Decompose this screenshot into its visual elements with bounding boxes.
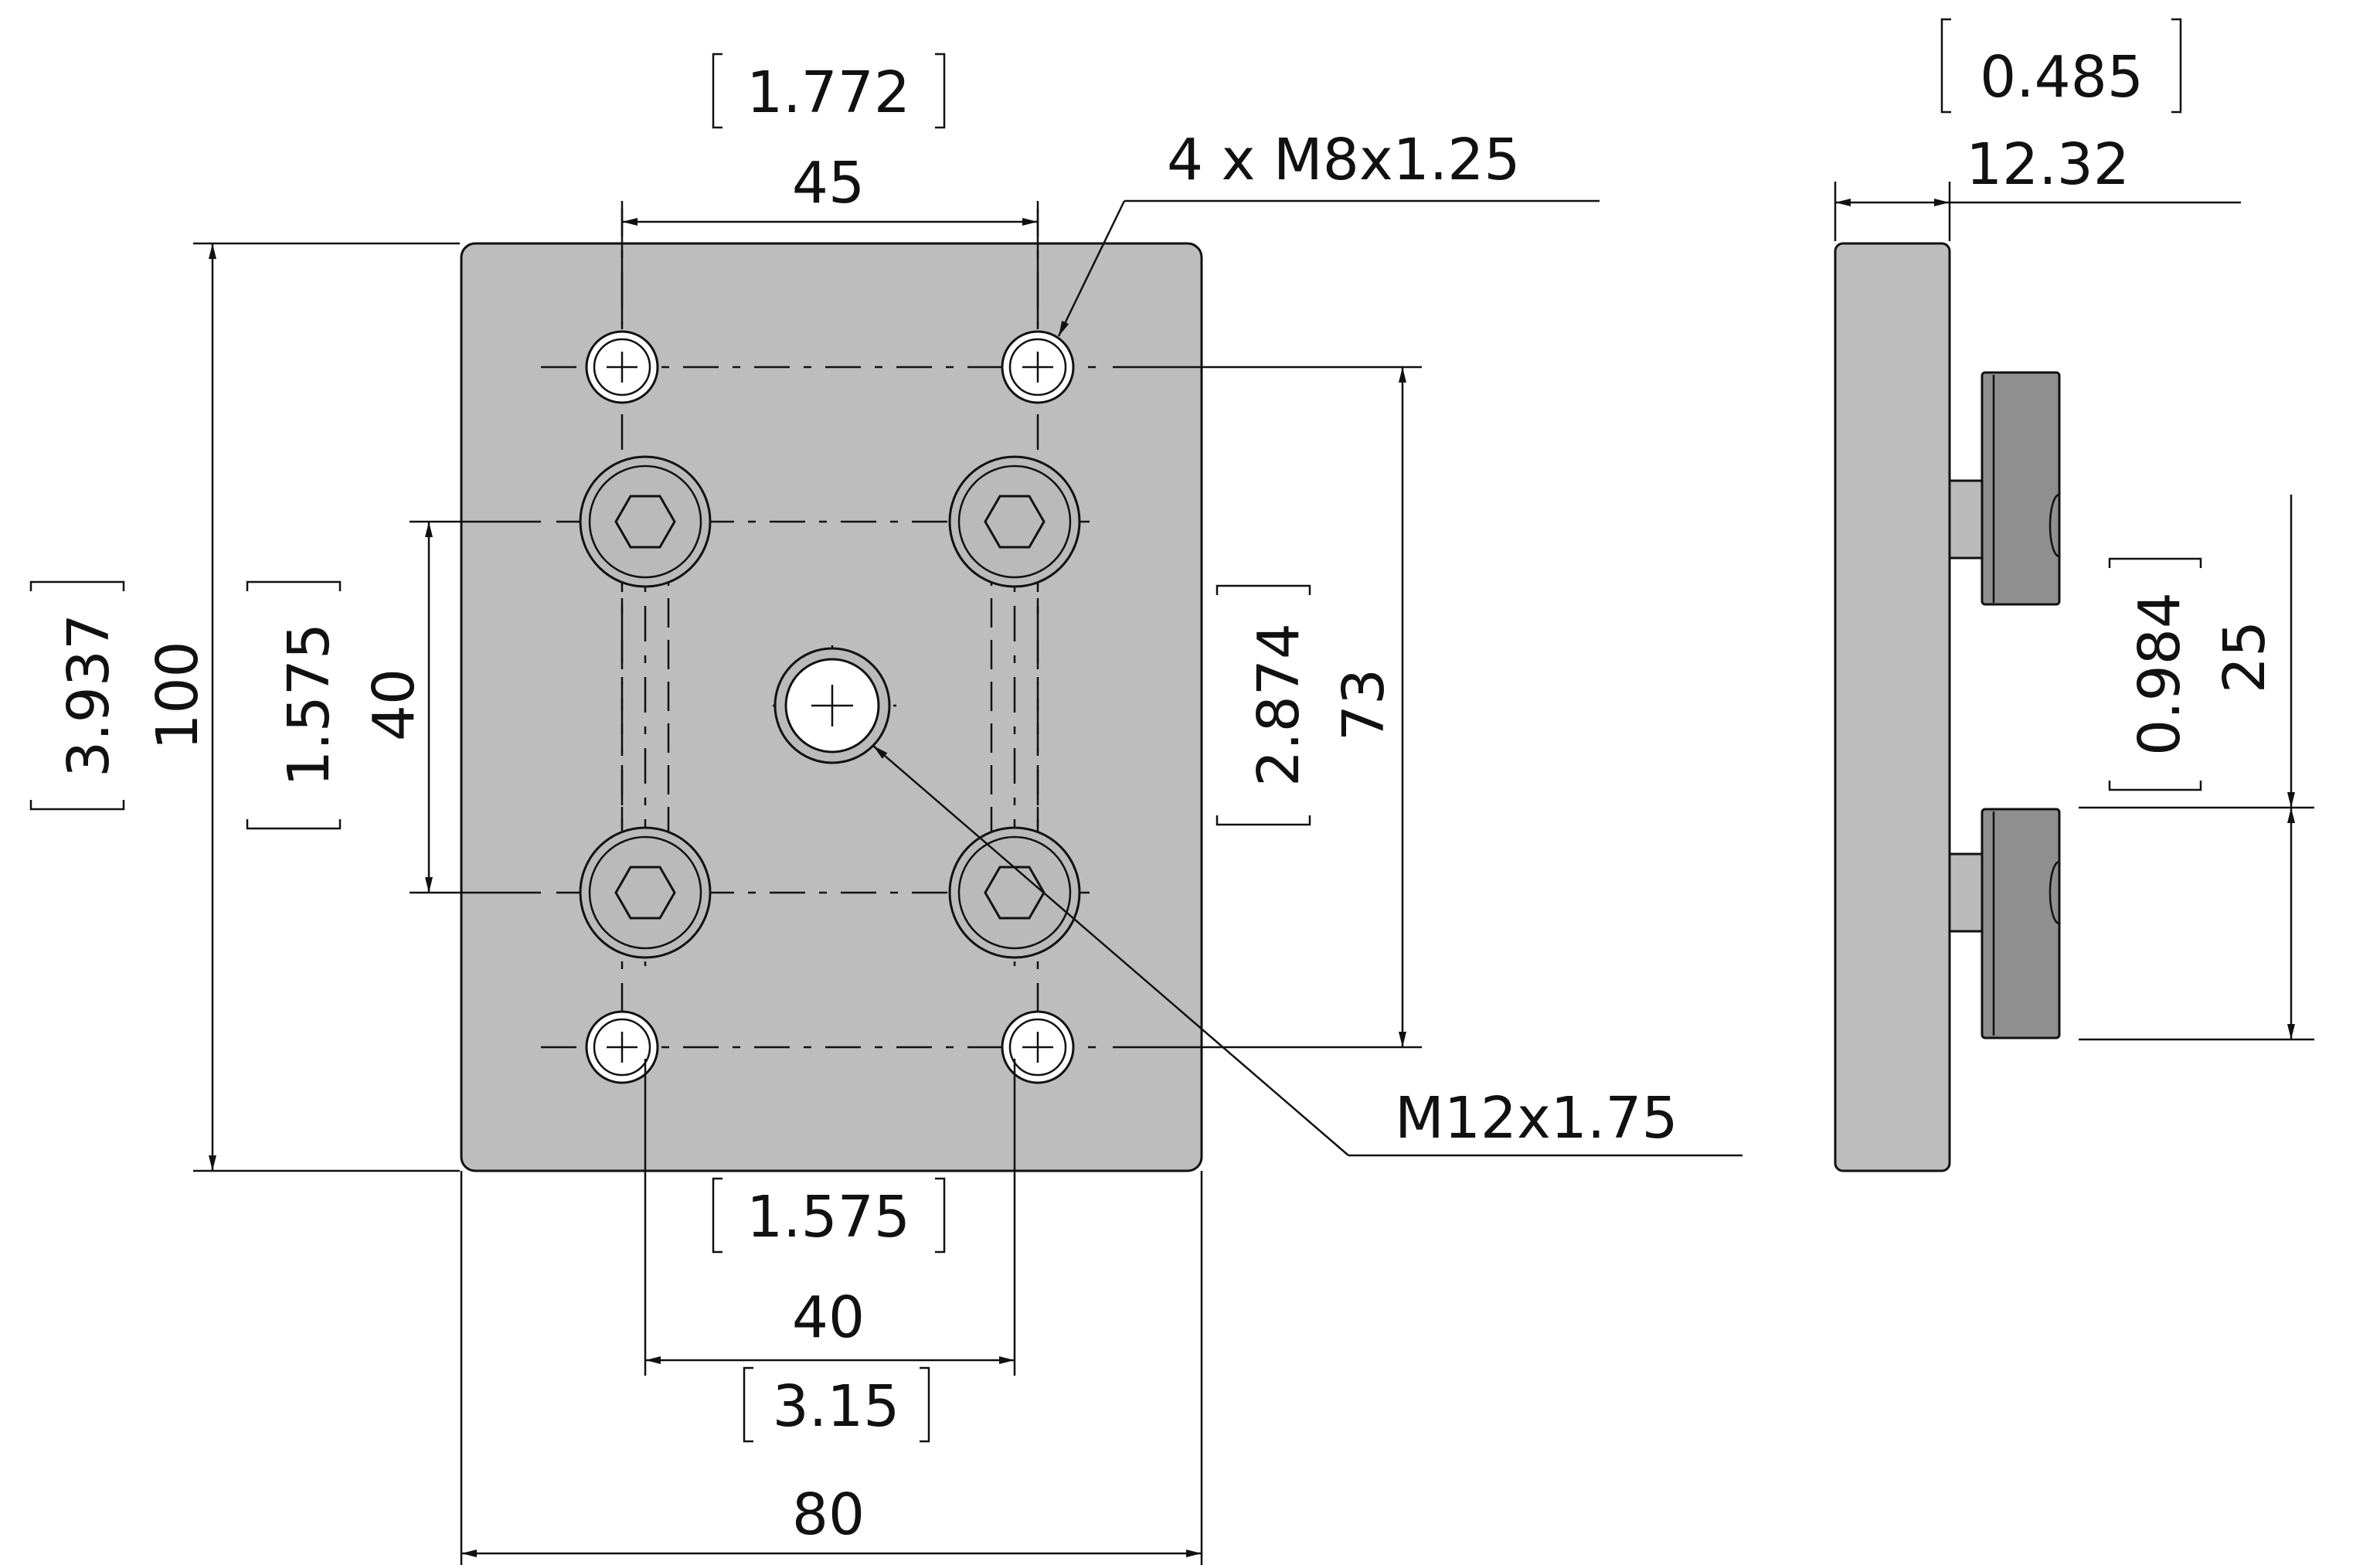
side-screw-upper bbox=[1948, 371, 2061, 606]
dim-height-mm: 100 bbox=[144, 641, 211, 750]
dim-top-spacing-in: 1.772 bbox=[746, 60, 910, 126]
dim-side-thickness-mm: 12.32 bbox=[1966, 131, 2130, 198]
front-view bbox=[460, 201, 1203, 1172]
front-dimensions: 1.772 45 4 x M8x1.25 3.937 100 1.575 40 … bbox=[29, 53, 1742, 1565]
thread-small-label: 4 x M8x1.25 bbox=[1167, 127, 1520, 193]
m8-hole-bottom-right bbox=[1001, 1010, 1075, 1084]
dim-width-in: 3.15 bbox=[773, 1373, 900, 1440]
dim-side-spacing-in: 0.984 bbox=[2127, 592, 2193, 756]
dim-top-spacing-mm: 45 bbox=[792, 150, 865, 216]
dim-height-in: 3.937 bbox=[56, 614, 122, 777]
cap-screw-top-left bbox=[579, 455, 712, 588]
dim-side-spacing-mm: 25 bbox=[2212, 621, 2278, 693]
dim-inner-v-mm: 40 bbox=[361, 669, 427, 741]
dim-inner-v-in: 1.575 bbox=[276, 623, 342, 787]
cap-screw-bottom-right bbox=[948, 826, 1081, 959]
dim-outer-v-mm: 73 bbox=[1331, 669, 1397, 741]
dim-bottom-spacing-in: 1.575 bbox=[746, 1184, 910, 1250]
m8-hole-top-left bbox=[585, 330, 659, 404]
side-view bbox=[1834, 242, 2061, 1172]
side-plate bbox=[1834, 242, 1951, 1172]
m12-hole bbox=[774, 647, 891, 764]
dim-width-mm: 80 bbox=[792, 1482, 865, 1548]
m8-hole-bottom-left bbox=[585, 1010, 659, 1084]
side-dimensions: 0.485 12.32 0.984 25 bbox=[1834, 18, 2314, 1041]
side-screw-lower bbox=[1948, 808, 2061, 1039]
dim-side-thickness-in: 0.485 bbox=[1980, 44, 2144, 111]
dim-outer-v-in: 2.874 bbox=[1246, 623, 1312, 787]
cap-screw-bottom-left bbox=[579, 826, 712, 959]
m8-hole-top-right bbox=[1001, 330, 1075, 404]
thread-center-label: M12x1.75 bbox=[1395, 1085, 1678, 1152]
hidden-edges bbox=[620, 556, 1039, 858]
cap-screw-top-right bbox=[948, 455, 1081, 588]
dim-bottom-spacing-mm: 40 bbox=[792, 1284, 865, 1351]
